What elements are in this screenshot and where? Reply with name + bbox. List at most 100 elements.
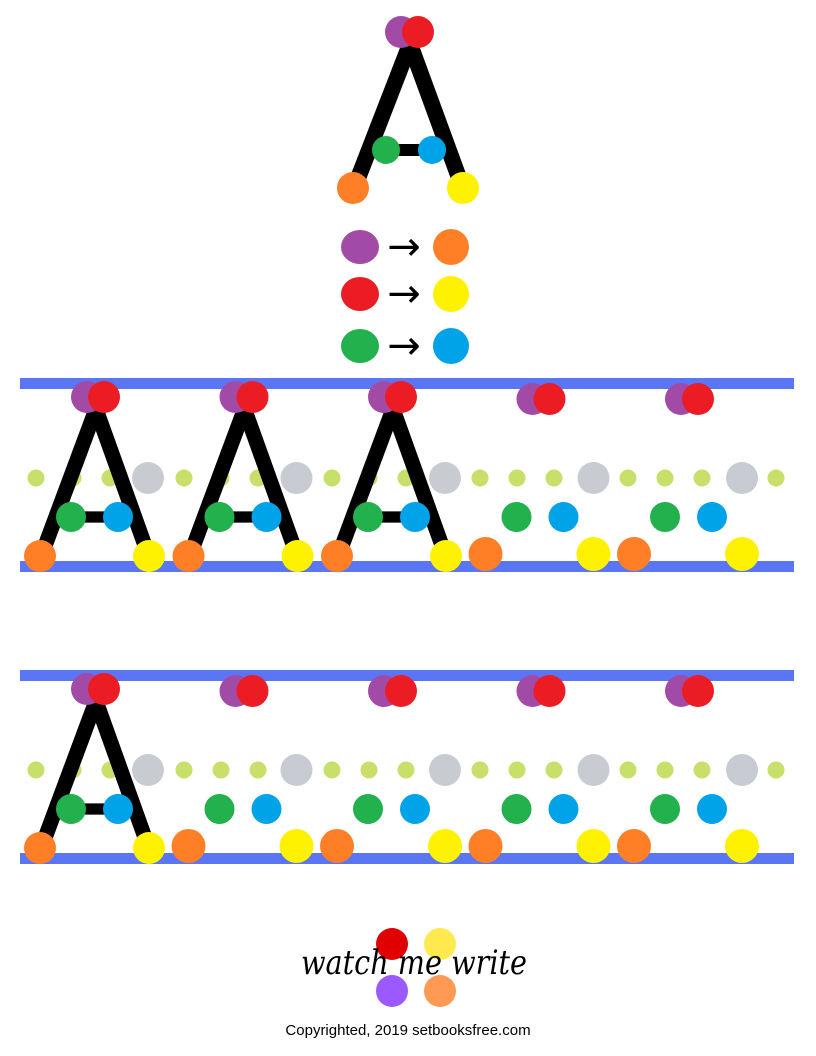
logo-yellow-dot [424, 928, 456, 960]
logo-text: watch me write [301, 943, 527, 983]
traced-letter-a [24, 673, 165, 864]
red-start-dot [88, 381, 120, 413]
blue-end-dot [697, 794, 727, 824]
practice-row-1 [20, 378, 794, 572]
blue-end-dot [103, 794, 133, 824]
green-start-dot [650, 502, 680, 532]
midline-gray-dot [132, 754, 164, 786]
orange-end-dot [617, 829, 651, 863]
midline-dot [360, 761, 378, 779]
traced-letter-a [172, 381, 314, 572]
yellow-end-dot [133, 832, 165, 864]
midline-dot [656, 469, 674, 487]
letter-stroke-left [331, 406, 401, 557]
letter-stroke-right [237, 406, 304, 557]
red-start-dot [682, 383, 714, 415]
green-start-dot [204, 502, 235, 532]
letter-stroke-left [347, 41, 418, 189]
letter-stroke-right [385, 406, 453, 557]
midline-dot [323, 761, 341, 779]
legend-red-dot [341, 277, 379, 311]
letter-stroke-right [402, 41, 470, 189]
dotted-letter-a [171, 675, 314, 863]
blue-end-dot [548, 502, 579, 532]
blue-end-dot [251, 794, 282, 824]
red-start-dot [402, 16, 434, 48]
letter-stroke-right [88, 698, 156, 849]
midline-dot [767, 469, 785, 487]
stroke-order-legend: →→→ [341, 224, 469, 369]
midline-dot [619, 761, 637, 779]
red-start-dot [385, 381, 417, 413]
red-start-dot [385, 675, 417, 707]
red-start-dot [682, 675, 714, 707]
orange-end-dot [320, 829, 354, 863]
dotted-letter-a [468, 383, 611, 571]
midline-dot [545, 761, 563, 779]
legend-row: → [341, 224, 469, 270]
blue-end-dot [548, 794, 579, 824]
logo-red-dot [376, 928, 408, 960]
yellow-end-dot [281, 540, 314, 572]
demo-letter-a [337, 16, 479, 204]
legend-row: → [341, 271, 469, 317]
orange-end-dot [468, 829, 503, 863]
midline-dot [693, 761, 711, 779]
letter-stroke-left [34, 698, 104, 849]
logo-purple-dot [376, 975, 408, 1007]
traced-letter-a [321, 381, 462, 572]
letter-stroke-right [88, 406, 156, 557]
bottom-guide-line [20, 561, 794, 572]
logo-orange-dot [424, 975, 456, 1007]
midline-dot [471, 761, 489, 779]
practice-row-2 [20, 670, 794, 864]
letter-stroke-left [183, 406, 252, 557]
midline-dot [619, 469, 637, 487]
midline-gray-dot [429, 462, 461, 494]
midline-gray-dot [132, 462, 164, 494]
orange-end-dot [468, 537, 503, 571]
green-start-dot [353, 794, 383, 824]
green-start-dot [353, 502, 383, 532]
midline-dot [545, 469, 563, 487]
midline-dot [693, 469, 711, 487]
bottom-guide-line [20, 853, 794, 864]
yellow-end-dot [428, 829, 462, 863]
arrow-icon: → [387, 224, 421, 270]
dotted-letter-a [617, 383, 759, 571]
copyright-footer: Copyrighted, 2019 setbooksfree.com [285, 1022, 531, 1039]
red-start-dot [88, 673, 120, 705]
green-start-dot [650, 794, 680, 824]
yellow-end-dot [279, 829, 314, 863]
green-start-dot [56, 502, 86, 532]
blue-end-dot [103, 502, 133, 532]
yellow-end-dot [447, 172, 479, 204]
top-guide-line [20, 670, 794, 681]
midline-dot [175, 469, 193, 487]
red-start-dot [533, 383, 566, 415]
orange-end-dot [24, 832, 56, 864]
orange-end-dot [172, 540, 205, 572]
orange-end-dot [24, 540, 56, 572]
midline-gray-dot [726, 462, 758, 494]
arrow-icon: → [387, 323, 421, 369]
midline-dot [27, 761, 45, 779]
green-start-dot [56, 794, 86, 824]
midline-dot [323, 469, 341, 487]
midline-gray-dot [280, 462, 313, 494]
orange-end-dot [171, 829, 206, 863]
midline-dot [212, 761, 230, 779]
legend-purple-dot [341, 230, 379, 264]
letter-stroke-left [34, 406, 104, 557]
traced-letter-a [24, 381, 165, 572]
dotted-letter-a [617, 675, 759, 863]
midline-gray-dot [280, 754, 313, 786]
yellow-end-dot [430, 540, 462, 572]
midline-dot [175, 761, 193, 779]
blue-end-dot [400, 794, 430, 824]
green-start-dot [501, 794, 532, 824]
midline-dot [656, 761, 674, 779]
watch-me-write-logo: watch me write [301, 928, 527, 1007]
blue-end-dot [697, 502, 727, 532]
